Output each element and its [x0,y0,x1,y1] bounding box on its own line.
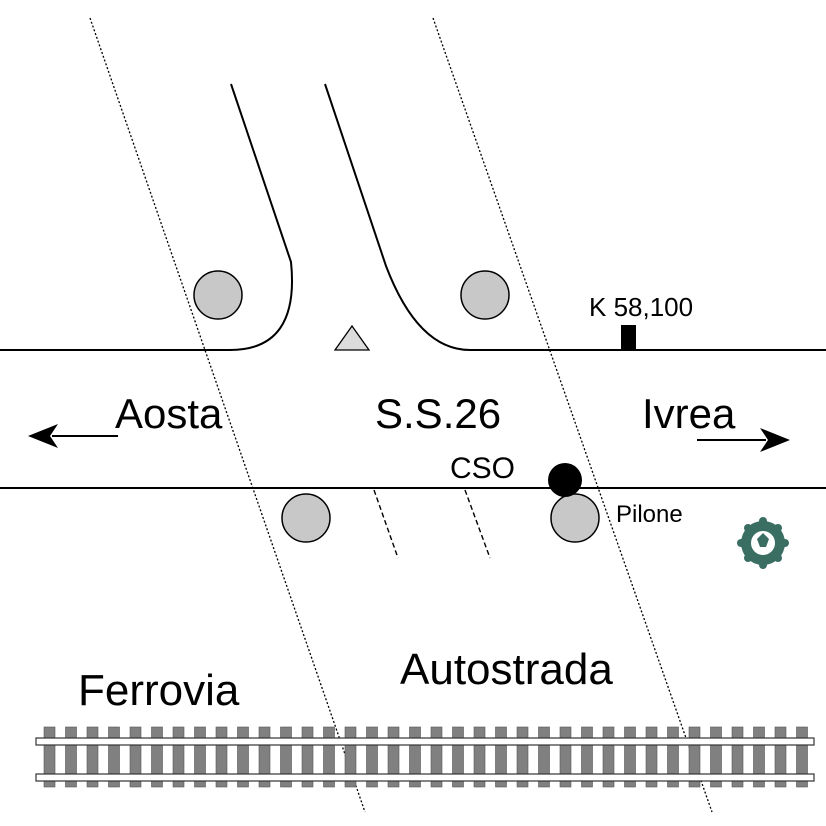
rail-sleeper [602,726,615,788]
rail-sleeper [280,726,292,788]
rail-sleeper [151,726,163,788]
rail-sleeper [43,726,56,788]
road-mark-right [464,489,491,559]
arrow-left-icon [28,424,58,448]
railway-label: Ferrovia [78,666,240,715]
rail-sleeper [237,726,249,788]
rail-sleeper [344,726,357,788]
pylon-icon [460,270,510,320]
rail-sleeper [258,726,271,788]
rail-sleeper [452,726,464,788]
arrow-right-icon [760,428,790,452]
rail-line [35,737,815,746]
rail-sleeper [710,726,722,788]
cso-dot-icon [548,463,582,497]
rail-sleeper [301,726,314,788]
rail-sleeper [194,726,206,788]
road-name: S.S.26 [375,390,501,437]
pylon-label: Pilone [616,501,683,528]
rail-sleeper [538,726,550,788]
road-mark-left [373,489,399,559]
rail-line [35,773,815,782]
rail-sleeper [624,726,636,788]
rail-sleeper [753,726,765,788]
rail-sleeper [215,726,228,788]
railway-track [35,726,815,788]
pylon-icon [281,493,331,543]
rail-sleeper [731,726,744,788]
road-edge-top [0,83,293,351]
rail-sleeper [667,726,679,788]
rail-sleeper [581,726,593,788]
rail-sleeper [645,726,658,788]
rail-sleeper [559,726,572,788]
pylon-icon [550,493,600,543]
km-marker-label: K 58,100 [589,292,693,322]
km-marker-icon [621,325,636,351]
rail-sleeper [688,726,701,788]
rail-sleeper [409,726,421,788]
direction-ivrea: Ivrea [642,390,736,437]
rail-sleeper [108,726,120,788]
rail-sleeper [473,726,486,788]
rail-sleeper [129,726,142,788]
rail-sleeper [323,726,335,788]
direction-aosta: Aosta [115,390,223,437]
rail-sleeper [65,726,77,788]
rail-sleeper [387,726,400,788]
autostrada-label: Autostrada [400,645,613,694]
rail-sleeper [516,726,529,788]
road-edge-top-right [324,83,826,351]
rail-sleeper [796,726,808,788]
cso-label: CSO [450,452,515,485]
boundary-dotted-left [89,17,366,813]
rail-sleeper [430,726,443,788]
boundary-dotted-right [432,17,713,813]
warning-triangle-icon [333,324,371,351]
tree-icon [737,517,789,569]
rail-sleeper [774,726,787,788]
rail-sleeper [172,726,185,788]
rail-sleeper [86,726,99,788]
rail-sleeper [495,726,507,788]
rail-sleeper [366,726,378,788]
pylon-icon [193,270,243,320]
